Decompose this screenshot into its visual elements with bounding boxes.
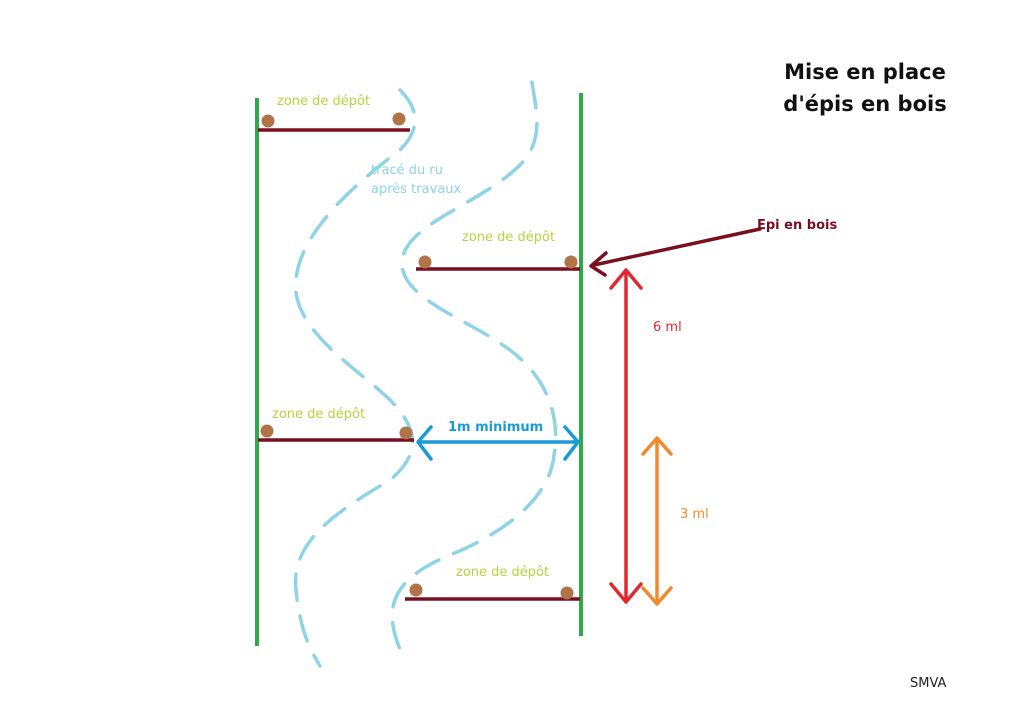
epi-pointer-arrowhead [589, 251, 608, 277]
zone-label-2: zone de dépôt [462, 230, 556, 245]
minimum-arrowhead-left [416, 425, 433, 461]
three-ml-arrowhead-top [641, 436, 673, 456]
title-line-2: d'épis en bois [783, 92, 947, 116]
six-ml-arrowhead-top [609, 268, 643, 290]
three-ml-label: 3 ml [680, 507, 709, 522]
post-dot [260, 424, 274, 438]
post-dot [392, 112, 406, 126]
post-dot [399, 426, 413, 440]
minimum-label: 1m minimum [448, 420, 544, 435]
epi-label: Epi en bois [757, 218, 838, 233]
post-dot [564, 255, 578, 269]
channel-left-dashed-line [293, 88, 417, 668]
title-line-1: Mise en place [784, 60, 946, 84]
credit-label: SMVA [910, 676, 947, 691]
zone-label-4: zone de dépôt [456, 565, 550, 580]
channel-right-dashed-line [390, 80, 558, 662]
channel-label-line-1: tracé du ru [371, 163, 443, 178]
diagram-title: Mise en place d'épis en bois [760, 56, 970, 120]
post-dot [418, 255, 432, 269]
channel-label-line-2: après travaux [371, 182, 462, 197]
post-dot [261, 114, 275, 128]
post-dot [409, 583, 423, 597]
channel-label: tracé du ru après travaux [371, 161, 461, 199]
three-ml-arrowhead-bottom [641, 586, 673, 606]
zone-label-1: zone de dépôt [277, 94, 371, 109]
epi-pointer-arrow [592, 227, 762, 267]
six-ml-label: 6 ml [653, 320, 682, 335]
minimum-arrowhead-right [563, 425, 580, 461]
zone-label-3: zone de dépôt [272, 407, 366, 422]
post-dot [560, 586, 574, 600]
six-ml-arrowhead-bottom [609, 582, 643, 604]
